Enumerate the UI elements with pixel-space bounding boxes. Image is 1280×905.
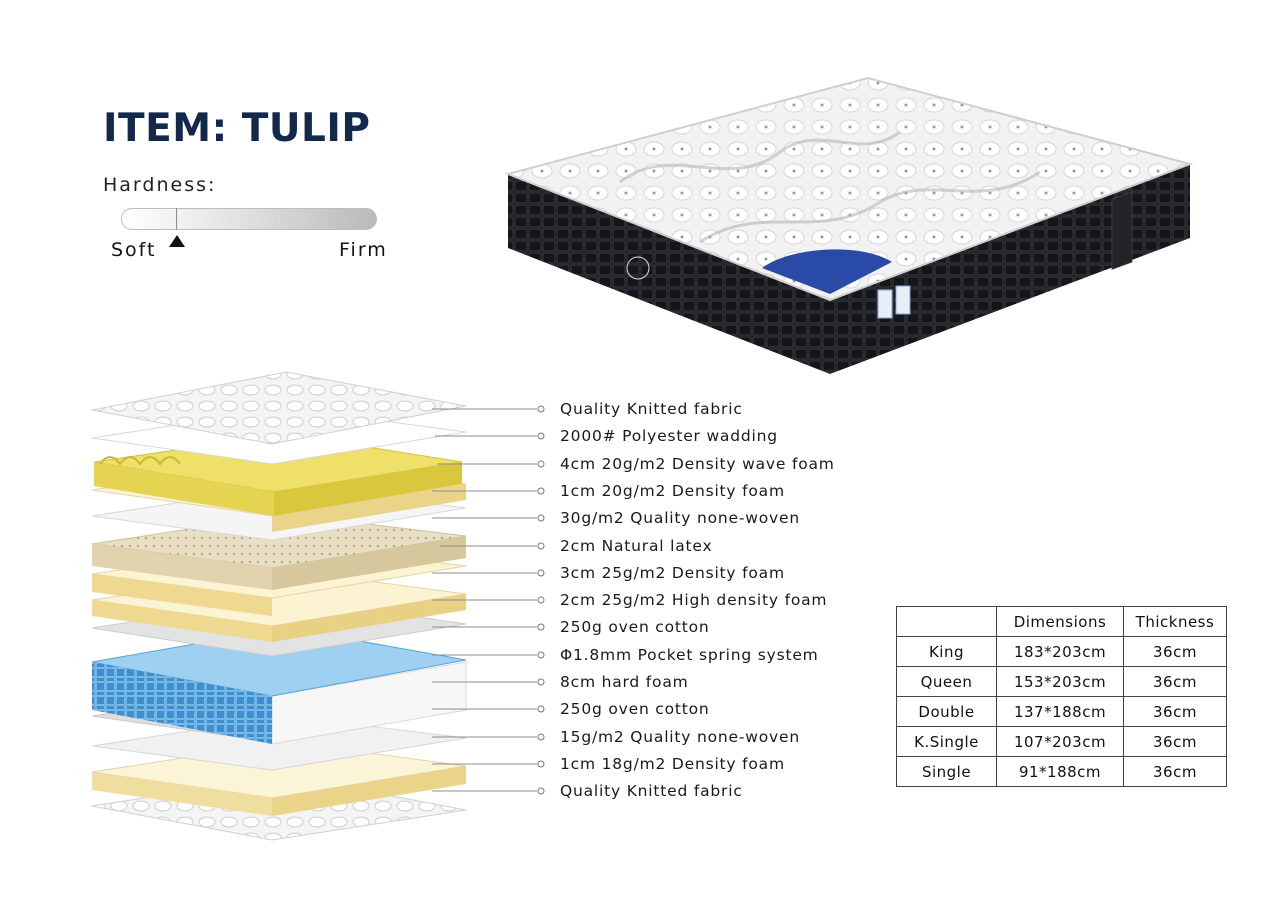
table-row: Single 91*188cm 36cm: [896, 756, 1227, 787]
table-cell: 137*188cm: [996, 696, 1124, 727]
leader-dot-icon: [537, 623, 545, 631]
table-row: Queen 153*203cm 36cm: [896, 666, 1227, 697]
layer-label: 4cm 20g/m2 Density wave foam: [560, 455, 835, 473]
mattress-layers-diagram: [91, 371, 467, 841]
leader-dot-icon: [537, 432, 545, 440]
leader-dot-icon: [537, 596, 545, 604]
table-cell: 91*188cm: [996, 756, 1124, 787]
layer-label: Quality Knitted fabric: [560, 782, 743, 800]
item-title: ITEM: TULIP: [103, 106, 371, 151]
table-row: King 183*203cm 36cm: [896, 636, 1227, 667]
table-header-cell: [896, 606, 997, 637]
table-cell: K.Single: [896, 726, 997, 757]
leader-dot-icon: [537, 542, 545, 550]
layer-label: Φ1.8mm Pocket spring system: [560, 646, 819, 664]
leader-dot-icon: [537, 705, 545, 713]
hardness-firm-label: Firm: [339, 239, 388, 261]
hardness-marker-icon: [169, 235, 186, 247]
leader-dot-icon: [537, 651, 545, 659]
layer-label: 2cm Natural latex: [560, 537, 713, 555]
table-header-row: Dimensions Thickness: [896, 606, 1227, 637]
table-cell: 36cm: [1123, 696, 1227, 727]
layer-label: 250g oven cotton: [560, 700, 710, 718]
mattress-product-image: [504, 76, 1194, 374]
layer-label: 250g oven cotton: [560, 618, 710, 636]
table-cell: 36cm: [1123, 636, 1227, 667]
leader-dot-icon: [537, 514, 545, 522]
table-header-cell: Dimensions: [996, 606, 1124, 637]
table-cell: 107*203cm: [996, 726, 1124, 757]
layer-label: 15g/m2 Quality none-woven: [560, 728, 800, 746]
table-row: K.Single 107*203cm 36cm: [896, 726, 1227, 757]
leader-dot-icon: [537, 733, 545, 741]
table-cell: Queen: [896, 666, 997, 697]
table-cell: Single: [896, 756, 997, 787]
leader-dot-icon: [537, 678, 545, 686]
table-header-cell: Thickness: [1123, 606, 1227, 637]
layer-label: Quality Knitted fabric: [560, 400, 743, 418]
leader-dot-icon: [537, 487, 545, 495]
leader-dot-icon: [537, 760, 545, 768]
leader-dot-icon: [537, 405, 545, 413]
layer-label: 1cm 18g/m2 Density foam: [560, 755, 785, 773]
table-cell: 183*203cm: [996, 636, 1124, 667]
table-cell: King: [896, 636, 997, 667]
layer-label: 30g/m2 Quality none-woven: [560, 509, 800, 527]
table-cell: 36cm: [1123, 756, 1227, 787]
hardness-level-tick: [176, 208, 177, 230]
leader-dot-icon: [537, 569, 545, 577]
layer-label: 8cm hard foam: [560, 673, 689, 691]
hardness-label: Hardness:: [103, 174, 217, 196]
table-cell: 153*203cm: [996, 666, 1124, 697]
layer-label: 2000# Polyester wadding: [560, 427, 778, 445]
table-cell: 36cm: [1123, 666, 1227, 697]
layer-label: 3cm 25g/m2 Density foam: [560, 564, 785, 582]
layer-label: 1cm 20g/m2 Density foam: [560, 482, 785, 500]
table-row: Double 137*188cm 36cm: [896, 696, 1227, 727]
leader-dot-icon: [537, 787, 545, 795]
layer-label: 2cm 25g/m2 High density foam: [560, 591, 828, 609]
hardness-scale-bar: [121, 208, 377, 230]
table-cell: 36cm: [1123, 726, 1227, 757]
table-cell: Double: [896, 696, 997, 727]
size-spec-table: Dimensions Thickness King 183*203cm 36cm…: [896, 606, 1227, 787]
hardness-soft-label: Soft: [111, 239, 157, 261]
leader-dot-icon: [537, 460, 545, 468]
